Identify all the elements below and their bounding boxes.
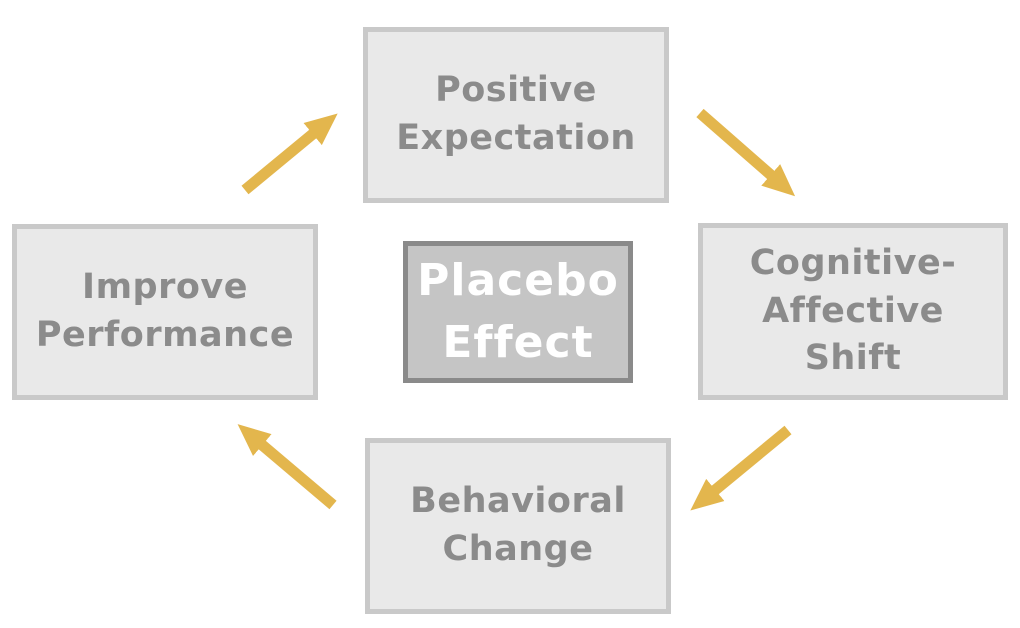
- center-node-placebo-effect: Placebo Effect: [403, 241, 633, 383]
- node-cognitive-affective-shift: Cognitive- Affective Shift: [698, 223, 1008, 400]
- node-positive-expectation-label: Positive Expectation: [396, 70, 636, 158]
- arrow-improve-to-positive: [241, 113, 338, 195]
- arrow-behavioral-to-improve: [237, 424, 337, 510]
- node-positive-expectation: Positive Expectation: [363, 27, 669, 203]
- arrow-positive-to-cognitive: [696, 108, 796, 197]
- node-cognitive-affective-shift-label: Cognitive- Affective Shift: [749, 243, 957, 379]
- node-improve-performance: Improve Performance: [12, 224, 318, 400]
- arrow-cognitive-to-behavioral: [690, 425, 792, 511]
- center-node-label: Placebo Effect: [417, 255, 619, 368]
- node-behavioral-change: Behavioral Change: [365, 438, 671, 614]
- node-behavioral-change-label: Behavioral Change: [410, 481, 626, 569]
- node-improve-performance-label: Improve Performance: [35, 267, 295, 355]
